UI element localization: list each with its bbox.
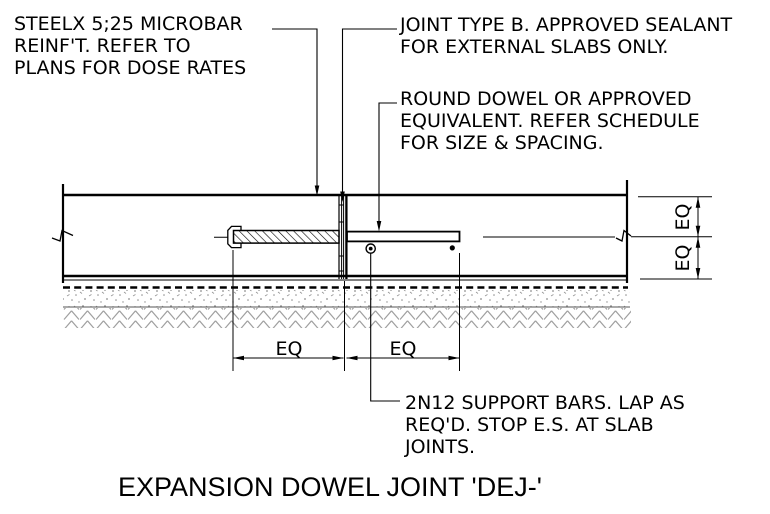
note-microbar-reinforcement: STEELX 5;25 MICROBAR REINF'T. REFER TO P…: [14, 13, 247, 79]
dowel-bar: [346, 230, 461, 243]
dim-label-eq-depth-bottom: EQ: [672, 244, 694, 272]
detail-title: EXPANSION DOWEL JOINT 'DEJ-': [118, 472, 542, 502]
leader-dowel: [376, 102, 397, 232]
dimension-right: [631, 196, 712, 280]
ground-hatch: [63, 290, 631, 328]
slab-outline: [61, 180, 629, 283]
dim-label-eq-plan-left: EQ: [275, 338, 303, 360]
support-bar-section: [365, 243, 455, 254]
leader-sealant: [340, 28, 397, 202]
leader-microbar: [272, 28, 320, 196]
dim-label-eq-plan-right: EQ: [389, 338, 417, 360]
dim-label-eq-depth-top: EQ: [672, 203, 694, 231]
note-round-dowel: ROUND DOWEL OR APPROVED EQUIVALENT. REFE…: [400, 88, 700, 154]
note-support-bars: 2N12 SUPPORT BARS. LAP AS REQ'D. STOP E.…: [405, 392, 685, 458]
dowel-sleeve: [232, 229, 340, 244]
expansion-joint: [338, 195, 348, 279]
leader-support-bars: [370, 253, 400, 402]
break-marks: [51, 229, 632, 242]
dimension-bottom: [232, 250, 460, 371]
note-joint-sealant: JOINT TYPE B. APPROVED SEALANT FOR EXTER…: [400, 14, 733, 58]
